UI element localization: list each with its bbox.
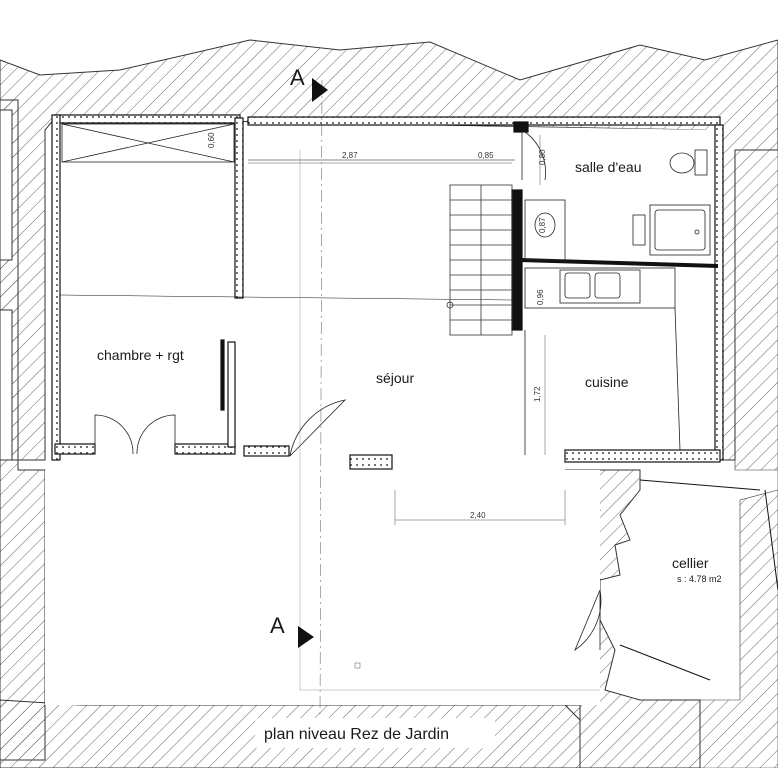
dimension-087: 0,87 xyxy=(538,217,547,233)
cellier-walls xyxy=(619,479,778,681)
room-label-cellier: cellier xyxy=(672,555,709,571)
dimension-172: 1,72 xyxy=(533,386,542,402)
room-label-sejour: séjour xyxy=(376,370,414,386)
dimension-060: 0,60 xyxy=(207,132,216,148)
exterior-walls xyxy=(51,114,724,470)
bathroom-fixtures xyxy=(524,149,711,261)
cellier-area-label: s : 4.78 m2 xyxy=(677,574,722,584)
room-label-cuisine: cuisine xyxy=(585,374,629,390)
dimension-080: 0,80 xyxy=(538,149,547,165)
room-label-chambre: chambre + rgt xyxy=(97,347,184,363)
section-arrows xyxy=(298,78,328,648)
dimension-240: 2,40 xyxy=(470,511,486,520)
floor-area xyxy=(45,120,720,705)
interior-walls xyxy=(59,121,719,448)
dimension-287: 2,87 xyxy=(342,151,358,160)
section-marker-bottom: A xyxy=(270,613,285,638)
room-label-salle-eau: salle d'eau xyxy=(575,159,642,175)
doors xyxy=(94,129,602,652)
dimension-096: 0,96 xyxy=(536,289,545,305)
dimension-lines xyxy=(248,79,600,721)
kitchen-fixtures xyxy=(524,267,681,455)
cupboard xyxy=(61,123,235,163)
section-marker-top: A xyxy=(290,65,305,90)
plan-title: plan niveau Rez de Jardin xyxy=(264,726,449,743)
staircase xyxy=(446,184,513,336)
dimension-085: 0,85 xyxy=(478,151,494,160)
